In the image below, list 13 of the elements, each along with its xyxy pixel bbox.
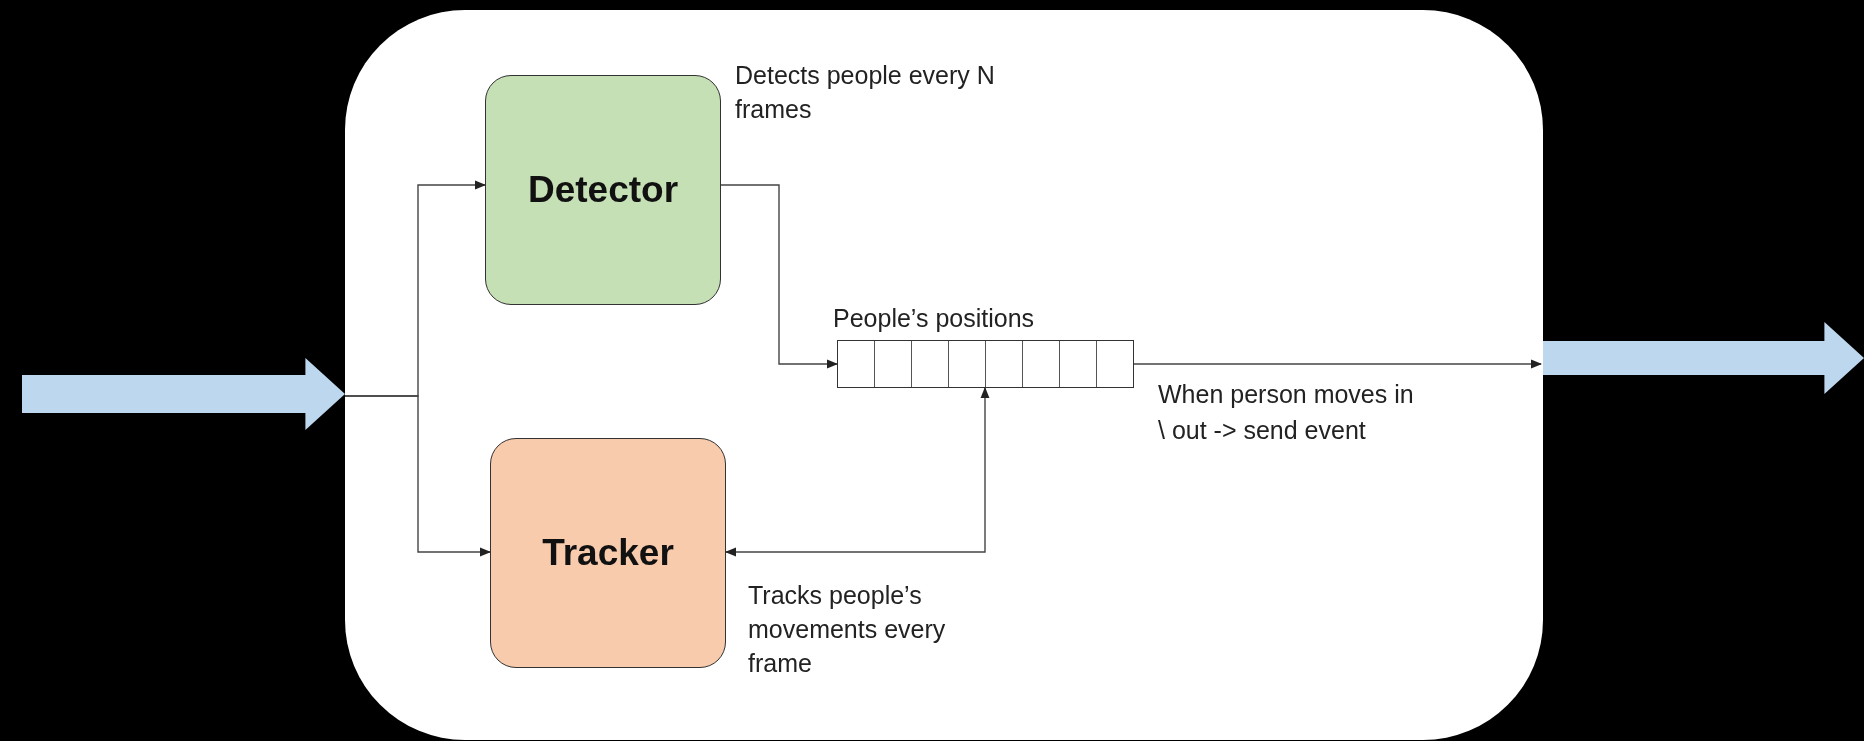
system-panel <box>345 10 1543 740</box>
queue-label: People’s positions <box>833 303 1036 334</box>
connector-arrow <box>724 386 990 557</box>
process-box <box>485 75 721 305</box>
connector-arrow <box>344 395 492 557</box>
connector-arrow <box>720 184 839 369</box>
edge-label: When person moves in \ out -> send event <box>1158 379 1415 446</box>
process-box <box>490 438 726 668</box>
box-title: Detector <box>527 169 679 211</box>
connector-arrow <box>1133 359 1543 369</box>
annotation-text: Tracks people’s movements every frame <box>748 580 947 679</box>
annotation-text: Detects people every N frames <box>735 60 996 125</box>
box-title: Tracker <box>542 532 674 574</box>
